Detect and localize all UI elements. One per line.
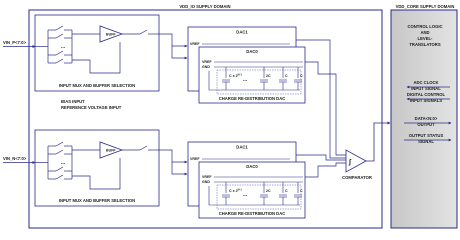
cap-2c-top: 2C (266, 74, 271, 78)
control-logic-label: CONTROL LOGIC AND LEVEL- TRANSLATORS (407, 24, 442, 47)
buffer-amp-top (99, 25, 124, 43)
svg-text:CONTROL LOGIC: CONTROL LOGIC (407, 24, 442, 29)
reference-voltage-label: REFERENCE VOLTAGE INPUT (61, 105, 122, 110)
vref-label-top-back: VREF (190, 42, 200, 46)
digital-control-label: INPUT SIGNALS (410, 98, 443, 103)
dac-top-group: DAC1 VREF DAC0 VREF GND C x 2N-1 ... 2C … (159, 26, 346, 159)
cap-dots-bottom: ... (243, 192, 248, 198)
buffer-label-top: BUFF (106, 33, 116, 37)
io-domain-title: VDD_IO SUPPLY DOMAIN (179, 4, 230, 9)
mux-dots-bottom: ... (61, 160, 66, 166)
data-output-label: DATA<N:0> (415, 116, 438, 121)
buffer-label-bottom: BUFF (106, 149, 116, 153)
comparator: ∫ COMPARATOR (342, 121, 391, 180)
cap-c1-bottom: C (285, 189, 288, 193)
vref-label-top: VREF (202, 60, 212, 64)
comparator-symbol: ∫ (348, 159, 352, 166)
output-status-label: OUTPUT STATUS (409, 133, 444, 138)
vref-label-bottom-back: VREF (190, 157, 200, 161)
dac-caption-bottom: CHARGE RE-DISTRIBUTION DAC (219, 211, 286, 216)
adc-clock-label: ADC CLOCK (413, 80, 438, 85)
mux-block-top: ... BUFF INPUT MUX AND BUFFER SELECTION (34, 14, 160, 92)
core-signal-labels: ADC CLOCK INPUT SIGNAL DIGITAL CONTROL I… (407, 80, 446, 144)
cap-c2-bottom: C (300, 189, 303, 193)
cap-2c-bottom: 2C (266, 189, 271, 193)
vin-p-label: VIN_P<7:0> (3, 40, 27, 45)
dac0-card-top (198, 46, 306, 104)
comparator-label: COMPARATOR (342, 175, 372, 180)
svg-text:TRANSLATORS: TRANSLATORS (409, 42, 440, 47)
mux-caption-top: INPUT MUX AND BUFFER SELECTION (59, 83, 135, 88)
dac-bottom-group: DAC1 VREF DAC0 VREF GND C x 2N-1 ... 2C … (159, 141, 346, 219)
mux-block-bottom: ... BUFF INPUT MUX AND BUFFER SELECTION (34, 129, 160, 207)
bias-input-label: BIAS INPUT (61, 99, 85, 104)
svg-text:AND: AND (420, 30, 429, 35)
mux-caption-bottom: INPUT MUX AND BUFFER SELECTION (59, 198, 135, 203)
cap-c1-top: C (285, 74, 288, 78)
dac-caption-top: CHARGE RE-DISTRIBUTION DAC (219, 96, 286, 101)
data-output-label: OUTPUT (417, 122, 435, 127)
buffer-amp-bottom (99, 141, 124, 159)
gnd-label-top: GND (202, 65, 210, 69)
comparator-triangle (345, 149, 367, 173)
mux-dots-top: ... (61, 44, 66, 50)
gnd-label-bottom: GND (202, 180, 210, 184)
adc-block-diagram: VDD_IO SUPPLY DOMAIN VDD_CORE SUPPLY DOM… (3, 4, 458, 229)
digital-control-label: DIGITAL CONTROL (407, 92, 446, 97)
dac0-label-top: DAC0 (246, 49, 258, 54)
adc-clock-label: INPUT SIGNAL (411, 86, 441, 91)
dac1-label-bottom: DAC1 (236, 145, 248, 150)
dac0-label-bottom: DAC0 (246, 164, 258, 169)
cap-msb-bottom: C x 2N-1 (229, 188, 242, 194)
vin-n-label: VIN_N<7:0> (3, 156, 27, 161)
core-domain-title: VDD_CORE SUPPLY DOMAIN (396, 4, 455, 9)
core-domain-frame (390, 9, 458, 229)
dac1-label-top: DAC1 (236, 30, 248, 35)
output-status-label: SIGNAL (418, 139, 434, 144)
cap-c2-top: C (300, 74, 303, 78)
cap-dots-top: ... (243, 77, 248, 83)
vref-label-bottom: VREF (202, 175, 212, 179)
dac0-card-bottom (198, 161, 306, 219)
svg-text:LEVEL-: LEVEL- (418, 36, 433, 41)
cap-msb-top: C x 2N-1 (229, 73, 242, 79)
